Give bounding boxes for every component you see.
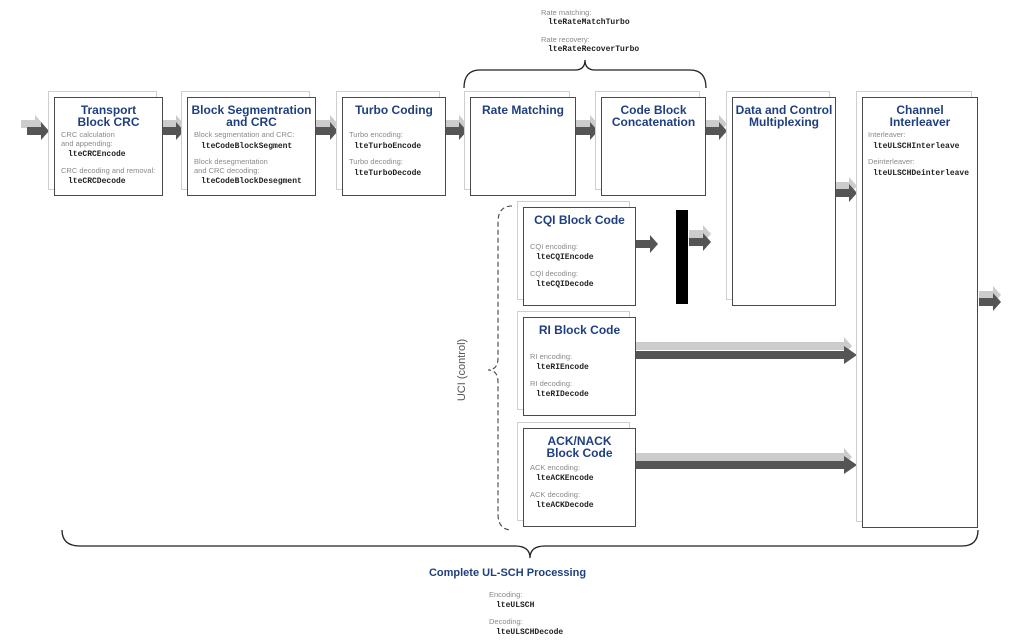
decode-fn: lteTurboDecode — [354, 169, 422, 178]
rate-brace — [463, 59, 707, 89]
uci-brace — [487, 205, 513, 531]
decode-label: Deinterleaver: — [868, 157, 915, 166]
decode-fn: lteCRCDecode — [68, 177, 126, 186]
code-block-concatenation: Code Block Concatenation — [601, 97, 706, 196]
encode-fn: lteULSCHInterleave — [873, 142, 960, 151]
decode-label: ACK decoding: — [530, 490, 581, 499]
rate-recovery-fn: lteRateRecoverTurbo — [548, 45, 640, 54]
encode-label: Interleaver: — [868, 130, 906, 139]
rate-recovery-label: Rate recovery: — [541, 35, 590, 44]
arrow-ri-to-interleaver — [636, 337, 857, 364]
block-title: Turbo Coding — [355, 103, 433, 117]
turbo-coding: Turbo Coding Turbo encoding: lteTurboEnc… — [342, 97, 446, 196]
block-title: Data and Control Multiplexing — [735, 103, 833, 129]
encode-label: CRC calculation and appending: — [61, 130, 115, 148]
encode-label: ACK encoding: — [530, 463, 581, 472]
decode-label: Turbo decoding: — [349, 157, 403, 166]
decode-fn: lteRIDecode — [536, 390, 589, 399]
arrow-cqi-to-bar — [636, 235, 658, 253]
ulsch-decode-label: Decoding: — [489, 617, 523, 626]
ack-nack-block-code: ACK/NACK Block Code ACK encoding: lteACK… — [523, 428, 636, 527]
block-segmentation-crc: Block Segmentration and CRC Block segmen… — [187, 97, 316, 196]
arrow-ack-to-interleaver — [636, 448, 857, 474]
block-title: RI Block Code — [538, 323, 621, 337]
uci-control-label: UCI (control) — [456, 338, 468, 402]
block-title: Transport Block CRC — [77, 103, 140, 129]
block-title: ACK/NACK Block Code — [546, 434, 613, 460]
encode-fn: lteCQIEncode — [536, 253, 594, 262]
arrow-output — [979, 286, 1001, 311]
encode-fn: lteCRCEncode — [68, 150, 126, 159]
ulsch-decode-fn: lteULSCHDecode — [496, 628, 564, 637]
block-title: Rate Matching — [481, 103, 564, 117]
encode-fn: lteTurboEncode — [354, 142, 422, 151]
encode-fn: lteCodeBlockSegment — [201, 142, 293, 151]
ulsch-encode-fn: lteULSCH — [496, 601, 535, 610]
encode-label: Block segmentation and CRC: — [194, 130, 295, 139]
complete-ulsch-title: Complete UL-SCH Processing — [428, 567, 587, 579]
arrow-turbo-to-rate — [445, 115, 467, 140]
arrow-bar-to-mux — [689, 225, 711, 251]
arrow-input — [21, 115, 49, 140]
arrow-seg-to-turbo — [316, 115, 338, 140]
encode-label: CQI encoding: — [530, 242, 578, 251]
arrow-concat-to-mux — [705, 115, 727, 140]
decode-fn: lteCodeBlockDesegment — [201, 177, 302, 186]
encode-fn: lteRIEncode — [536, 363, 589, 372]
arrow-crc-to-seg — [162, 115, 184, 140]
block-title: Channel Interleaver — [889, 103, 951, 129]
data-control-multiplexing: Data and Control Multiplexing — [732, 97, 836, 306]
encode-label: RI encoding: — [530, 352, 573, 361]
bottom-brace — [61, 529, 979, 559]
transport-block-crc: Transport Block CRC CRC calculation and … — [54, 97, 163, 196]
arrow-rate-to-concat — [576, 115, 598, 140]
decode-label: CQI decoding: — [530, 269, 578, 278]
block-title: Code Block Concatenation — [611, 103, 696, 129]
ulsch-encode-label: Encoding: — [489, 590, 523, 599]
rate-matching-label: Rate matching: — [541, 8, 592, 17]
channel-interleaver: Channel Interleaver Interleaver: lteULSC… — [862, 97, 978, 528]
decode-label: CRC decoding and removal: — [61, 166, 156, 175]
multiplex-bar — [676, 210, 688, 304]
arrow-mux-to-interleaver — [835, 177, 857, 202]
encode-fn: lteACKEncode — [536, 474, 594, 483]
block-title: Block Segmentration and CRC — [191, 103, 312, 129]
block-title: CQI Block Code — [534, 213, 625, 227]
cqi-block-code: CQI Block Code CQI encoding: lteCQIEncod… — [523, 207, 636, 306]
encode-label: Turbo encoding: — [349, 130, 403, 139]
decode-label: Block desegmentation and CRC decoding: — [194, 157, 268, 175]
decode-fn: lteACKDecode — [536, 501, 594, 510]
rate-matching-fn: lteRateMatchTurbo — [548, 18, 630, 27]
decode-label: RI decoding: — [530, 379, 573, 388]
decode-fn: lteULSCHDeinterleave — [873, 169, 970, 178]
rate-matching: Rate Matching — [470, 97, 576, 196]
ri-block-code: RI Block Code RI encoding: lteRIEncode R… — [523, 317, 636, 416]
decode-fn: lteCQIDecode — [536, 280, 594, 289]
